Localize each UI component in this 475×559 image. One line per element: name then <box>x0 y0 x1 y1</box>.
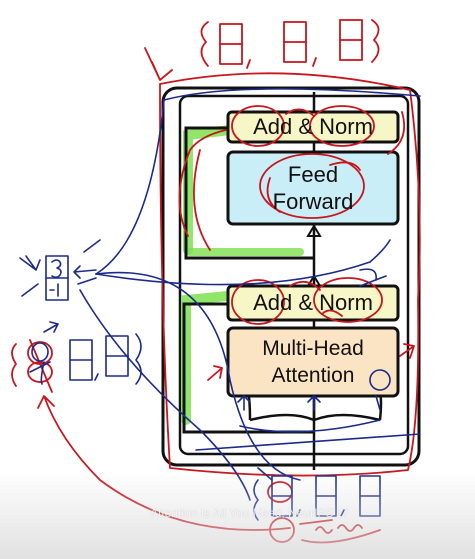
residual-highlight-top <box>183 125 235 255</box>
citation-caption: Attention Is All You Need, NeurIPS'17 <box>150 506 350 520</box>
arrowhead-into-ff <box>306 224 322 237</box>
encoder-inner-frame <box>178 94 410 456</box>
feed-forward-box <box>226 150 400 226</box>
residual-path-top <box>184 126 314 260</box>
blue-attention-curve-1 <box>95 88 421 275</box>
red-brace-right <box>371 19 380 63</box>
blue-attention-curve-2 <box>95 271 301 481</box>
add-norm-bottom-box <box>226 284 400 322</box>
add-norm-top-box <box>226 110 400 144</box>
residual-path-bottom <box>182 302 314 434</box>
red-brace-left <box>200 21 209 67</box>
red-outer-loop <box>159 72 421 477</box>
red-left-set <box>11 343 17 387</box>
blue-attention-curve-3 <box>79 289 251 501</box>
residual-highlight-bottom <box>181 291 233 425</box>
red-output-arrow <box>144 47 173 81</box>
red-squiggle-label <box>315 524 363 534</box>
blue-annotations <box>19 88 421 521</box>
